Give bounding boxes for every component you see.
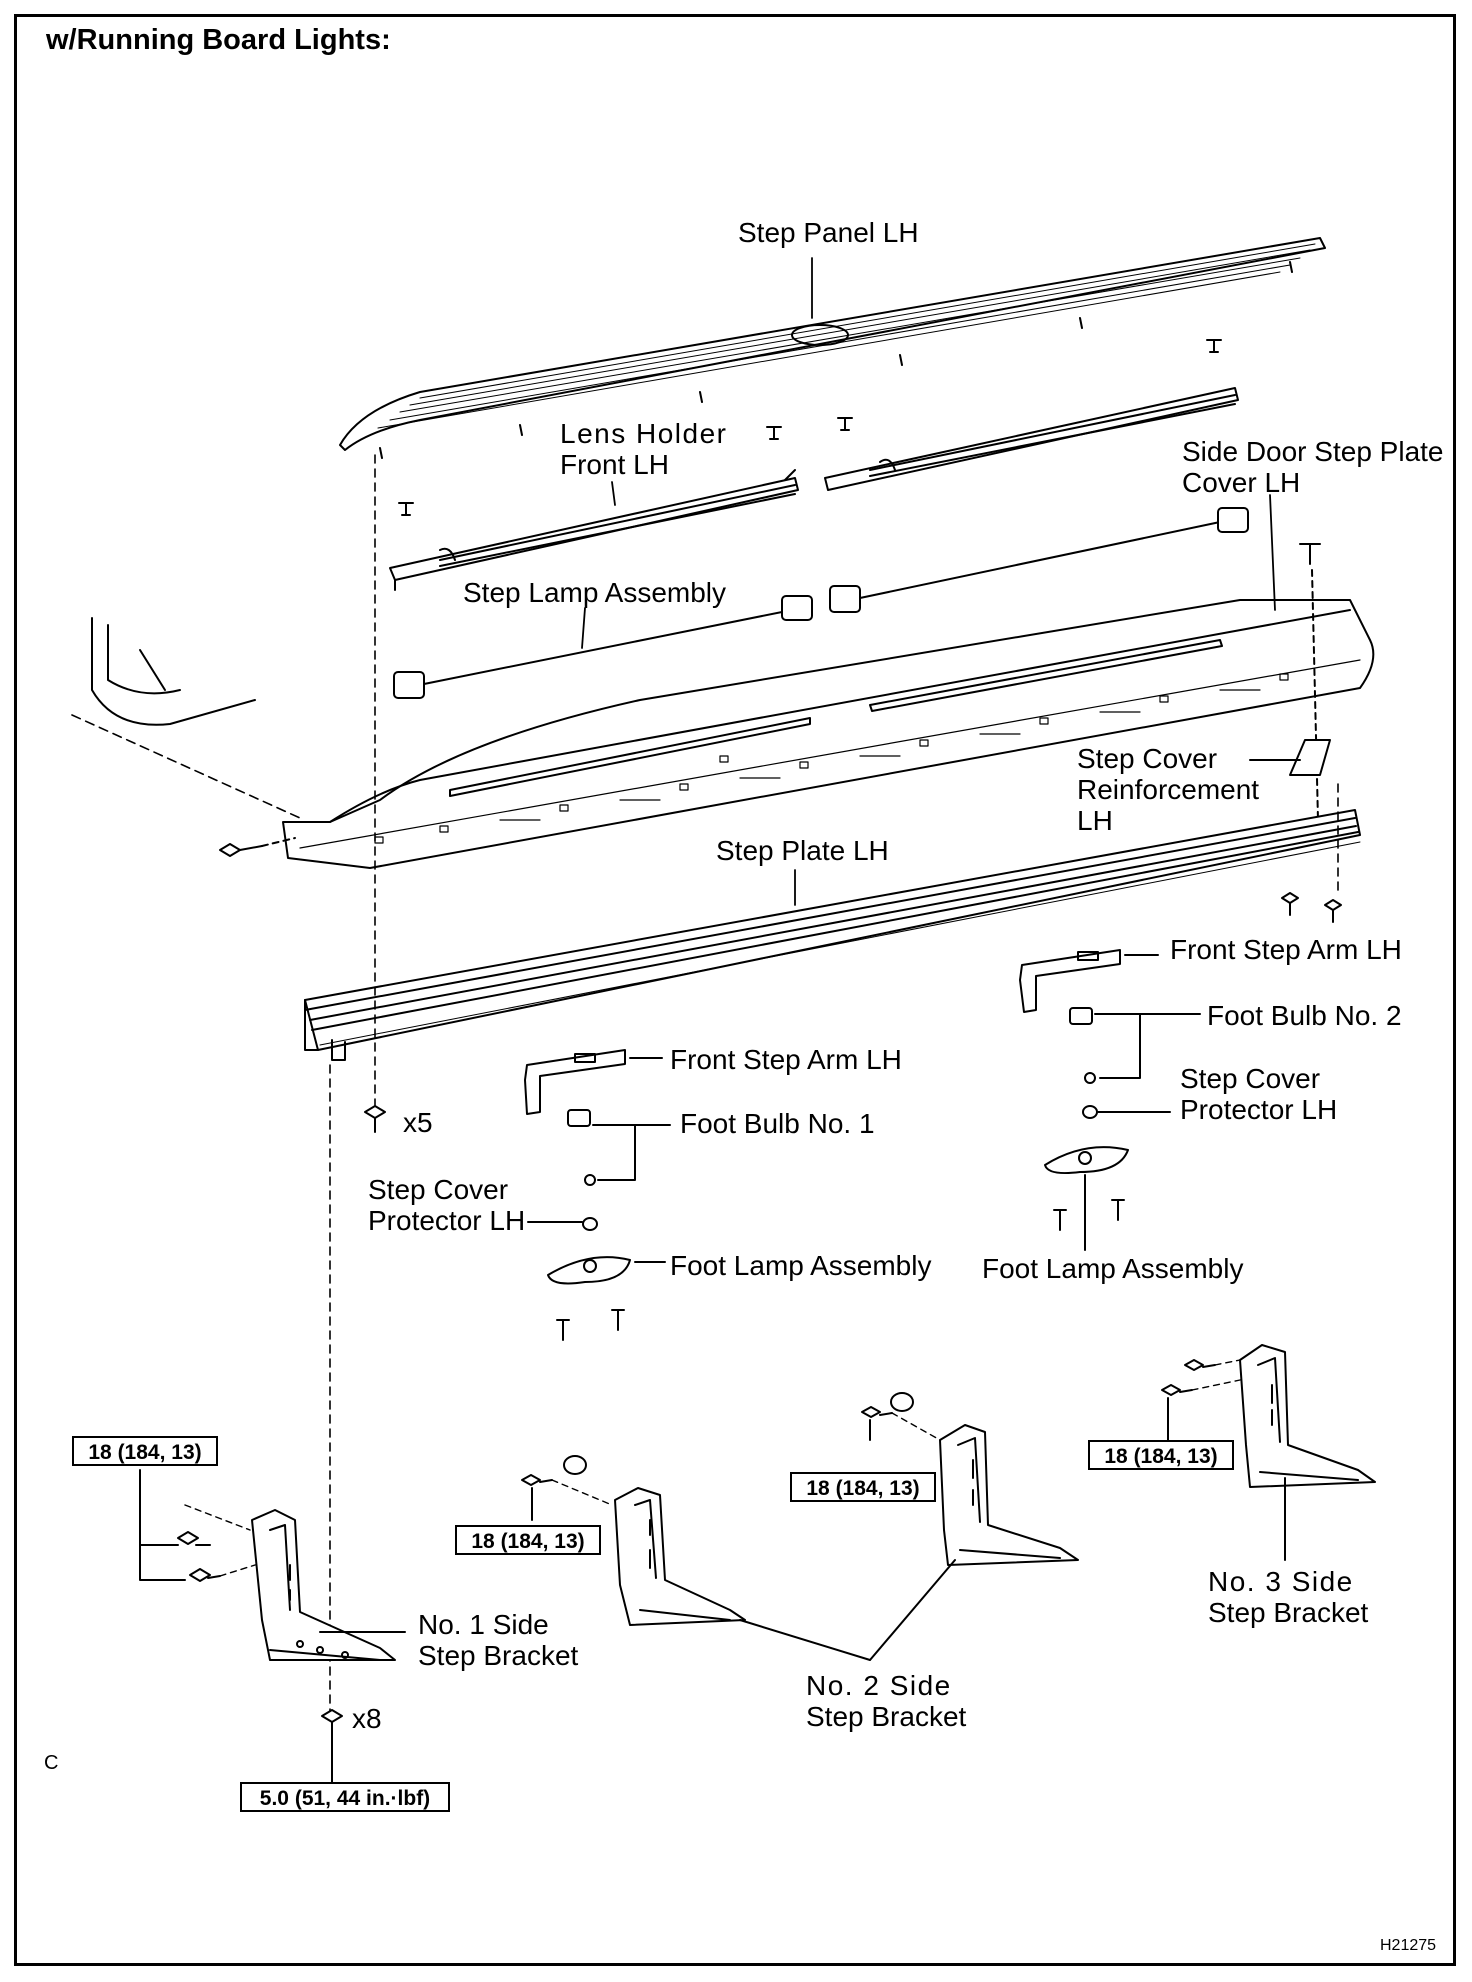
count-x8: x8 <box>352 1703 382 1734</box>
lens-holder-right <box>824 387 1239 491</box>
no2-side-step-bracket-left <box>521 1455 871 1661</box>
count-x5: x5 <box>403 1107 433 1138</box>
label-bracket1-line2: Step Bracket <box>418 1640 579 1671</box>
step-lamp-assembly-right <box>829 507 1249 613</box>
label-front-step-arm-upper: Front Step Arm LH <box>1170 934 1402 965</box>
label-step-lamp-assembly: Step Lamp Assembly <box>463 577 727 608</box>
foot-bulb-no2 <box>1069 1007 1201 1084</box>
foot-lamp-assembly-left <box>547 1256 666 1341</box>
torque-box-bracket1: 18 (184, 13) <box>72 1436 218 1466</box>
label-bracket2-line2: Step Bracket <box>806 1701 967 1732</box>
label-foot-lamp-left: Foot Lamp Assembly <box>670 1250 932 1281</box>
figure-code: H21275 <box>1380 1937 1437 1954</box>
label-reinforcement-line1: Step Cover <box>1077 743 1218 774</box>
torque-box-bracket2-left: 18 (184, 13) <box>455 1525 601 1555</box>
label-step-plate-lh: Step Plate LH <box>716 835 889 866</box>
label-foot-bulb-no1: Foot Bulb No. 1 <box>680 1108 875 1139</box>
side-door-step-plate-cover-lh <box>282 599 1375 869</box>
label-lens-holder-line1: Lens Holder <box>560 418 728 449</box>
step-cover-protector-right <box>1082 1105 1171 1119</box>
label-reinforcement-line2: Reinforcement <box>1077 774 1260 805</box>
step-plate-lh <box>304 809 1361 1061</box>
label-side-door-line1: Side Door Step Plate <box>1182 436 1444 467</box>
no3-side-step-bracket <box>1161 1344 1376 1561</box>
label-foot-lamp-right: Foot Lamp Assembly <box>982 1253 1244 1284</box>
cover-bolt-upper-right <box>1299 543 1321 821</box>
bolt-x8 <box>321 1709 343 1783</box>
label-protector-left-line1: Step Cover <box>368 1174 509 1205</box>
guide-lines <box>329 454 1339 1721</box>
torque-box-bracket2-right: 18 (184, 13) <box>790 1472 936 1502</box>
foot-bulb-no1 <box>567 1109 671 1186</box>
front-step-arm-lh-lower <box>524 1049 663 1115</box>
cover-bolt-left <box>219 837 296 857</box>
no1-side-step-bracket <box>139 1469 406 1661</box>
step-cover-protector-left <box>527 1217 598 1231</box>
label-step-panel-lh: Step Panel LH <box>738 217 919 248</box>
panel-clips <box>398 339 1222 516</box>
label-front-step-arm-lower: Front Step Arm LH <box>670 1044 902 1075</box>
vehicle-body-outline <box>71 617 301 819</box>
label-lens-holder-line2: Front LH <box>560 449 669 480</box>
label-bracket1-line1: No. 1 Side <box>418 1609 549 1640</box>
foot-lamp-assembly-right <box>1044 1146 1129 1251</box>
lens-holder-front-lh <box>389 469 799 591</box>
label-protector-right-line2: Protector LH <box>1180 1094 1338 1125</box>
front-step-arm-lh-upper <box>1019 949 1159 1013</box>
torque-box-x8: 5.0 (51, 44 in.·lbf) <box>240 1782 450 1812</box>
diagram-frame <box>14 14 1456 1966</box>
label-bracket3-line1: No. 3 Side <box>1208 1566 1354 1597</box>
label-bracket2-line1: No. 2 Side <box>806 1670 952 1701</box>
label-foot-bulb-no2: Foot Bulb No. 2 <box>1207 1000 1402 1031</box>
step-cover-reinforcement-lh <box>1249 739 1331 776</box>
leader-lines <box>581 257 1276 906</box>
diagram-header: w/Running Board Lights: <box>46 24 391 56</box>
no2-side-step-bracket-right <box>861 1392 1079 1661</box>
label-protector-right-line1: Step Cover <box>1180 1063 1321 1094</box>
label-protector-left-line2: Protector LH <box>368 1205 526 1236</box>
corner-mark: C <box>44 1752 59 1774</box>
label-bracket3-line2: Step Bracket <box>1208 1597 1369 1628</box>
torque-box-bracket3: 18 (184, 13) <box>1088 1440 1234 1470</box>
label-reinforcement-line3: LH <box>1077 805 1113 836</box>
label-side-door-line2: Cover LH <box>1182 467 1301 498</box>
step-lamp-assembly-left <box>393 595 813 699</box>
step-panel-lh <box>339 237 1326 459</box>
bolt-x5 <box>364 1105 386 1133</box>
step-plate-bolts-right <box>1281 892 1342 923</box>
